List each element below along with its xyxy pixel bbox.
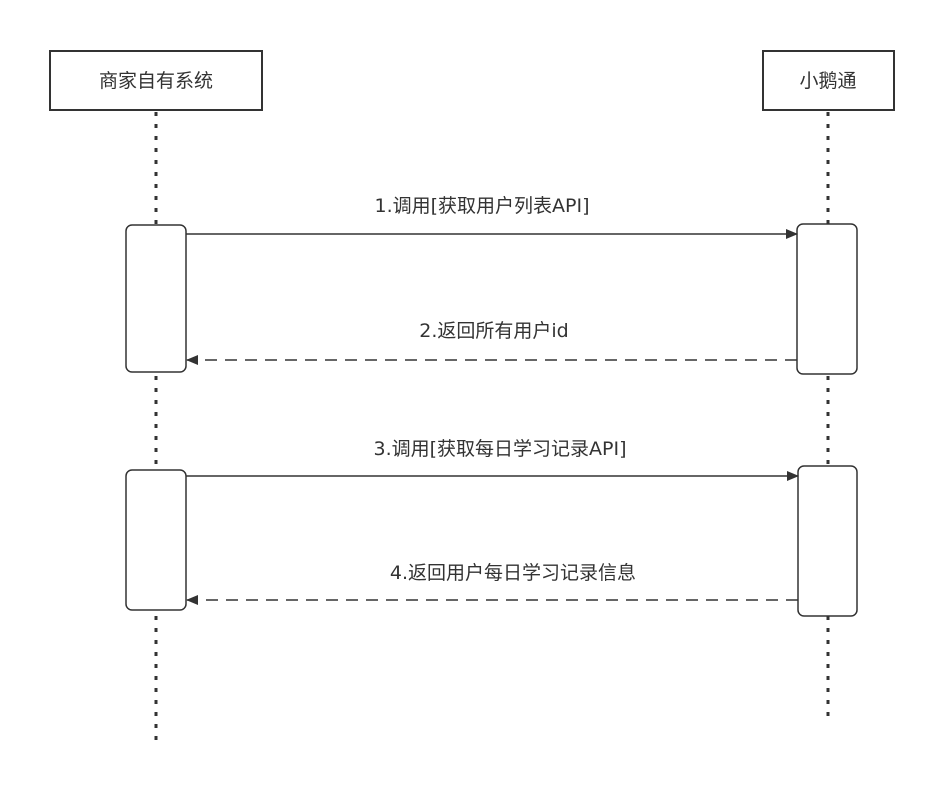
participant-xiaoe[interactable]: 小鹅通: [762, 50, 895, 111]
activation-xiaoe-2: [797, 465, 858, 617]
message-1[interactable]: 1.调用[获取用户列表API]: [186, 195, 798, 239]
message-3[interactable]: 3.调用[获取每日学习记录API]: [186, 438, 799, 481]
message-4-label: 4.返回用户每日学习记录信息: [390, 562, 636, 584]
message-2-label: 2.返回所有用户id: [419, 320, 568, 342]
participant-merchant-label: 商家自有系统: [99, 70, 213, 92]
message-4[interactable]: 4.返回用户每日学习记录信息: [186, 562, 798, 605]
activation-merchant-2: [125, 469, 187, 611]
message-1-label: 1.调用[获取用户列表API]: [374, 195, 589, 217]
activation-xiaoe-1: [796, 223, 858, 375]
participant-xiaoe-label: 小鹅通: [799, 70, 856, 92]
message-2[interactable]: 2.返回所有用户id: [186, 320, 797, 365]
message-3-label: 3.调用[获取每日学习记录API]: [373, 438, 626, 460]
activation-merchant-1: [125, 224, 187, 373]
participant-merchant[interactable]: 商家自有系统: [49, 50, 263, 111]
